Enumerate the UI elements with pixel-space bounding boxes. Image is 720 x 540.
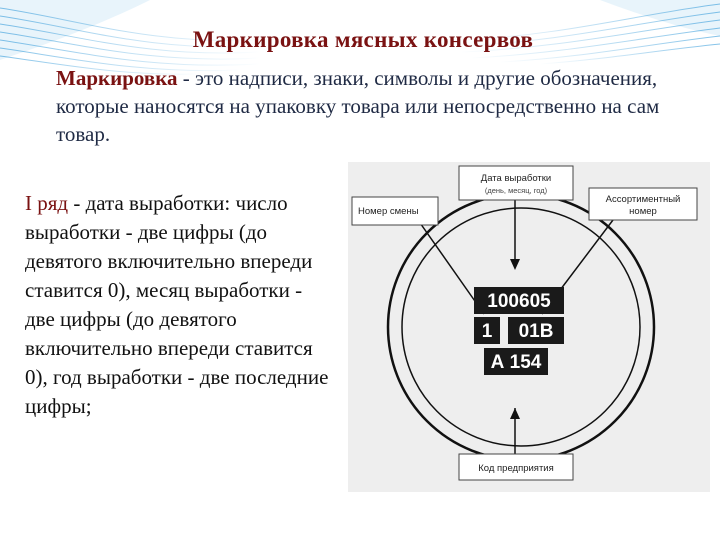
date-code: 100605 [487,291,551,312]
lid-inner-ring [401,207,641,447]
definition-text: - это надписи, знаки, символы и другие о… [56,66,660,146]
enterprise-code: А 154 [491,352,542,373]
pointer-arrow-top [510,259,520,270]
shift-code-plate [474,317,500,344]
production-date-hint: (день, месяц, год) [485,186,548,195]
assortment-number-callout [588,187,698,221]
production-date-callout [458,165,574,201]
shift-number-callout [351,196,439,226]
assortment-label-line1: Ассортиментный [606,194,681,205]
definition-paragraph: Маркировка - это надписи, знаки, символы… [56,64,676,148]
definition-term: Маркировка [56,66,178,90]
can-marking-diagram: Номер смены Дата выработки (день, месяц,… [348,162,710,492]
pointer-arrow-bottom [510,408,520,419]
shift-number-label: Номер смены [358,206,419,217]
enterprise-code-callout [458,453,574,481]
can-lid-drawing: Номер смены Дата выработки (день, месяц,… [351,165,698,481]
slide-title: Маркировка мясных консервов [192,27,534,52]
date-code-plate [474,287,564,314]
assortment-code-plate [508,317,564,344]
assortment-label-line2: номер [629,206,657,217]
production-date-label: Дата выработки [481,173,551,184]
row-label: I ряд [25,191,69,215]
row-description-text: - дата выработки: число выработки - две … [25,191,329,418]
row-one-description: I ряд - дата выработки: число выработки … [25,189,335,421]
shift-code: 1 [482,321,493,342]
enterprise-code-plate [484,348,548,375]
assortment-code: 01В [519,321,554,342]
enterprise-code-label: Код предприятия [478,463,554,474]
